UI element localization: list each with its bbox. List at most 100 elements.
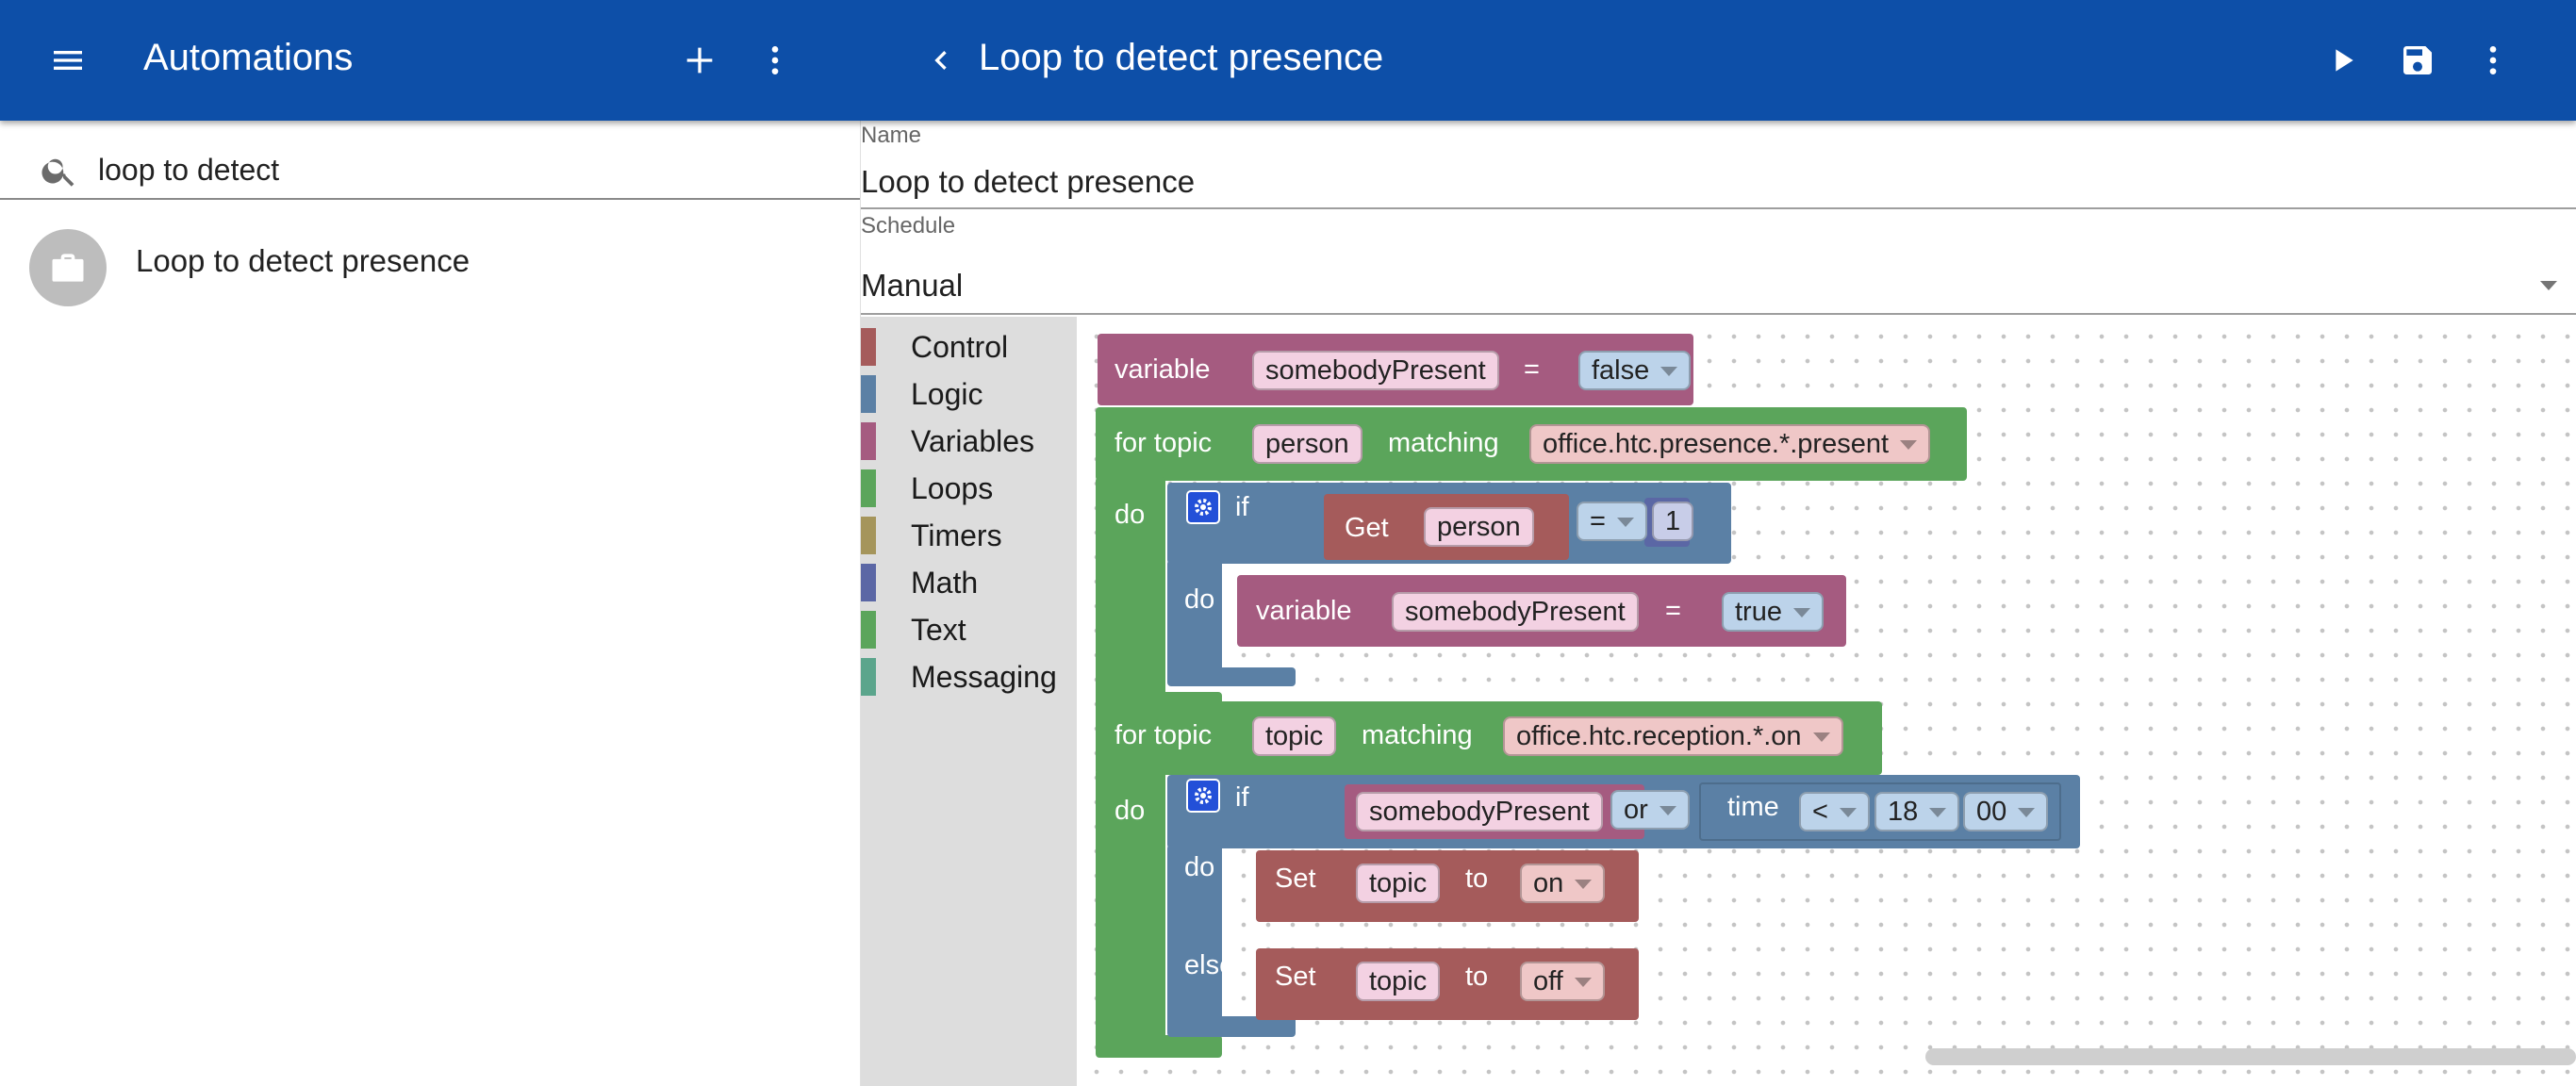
block-keyword: variable <box>1115 354 1211 385</box>
left-panel-title: Automations <box>143 37 354 78</box>
panel-divider <box>860 121 861 1086</box>
operator-dropdown[interactable]: = <box>1577 502 1647 541</box>
variable-name-field[interactable]: somebodyPresent <box>1252 351 1499 390</box>
value-dropdown[interactable]: on <box>1520 864 1606 903</box>
toolbox-category-messaging[interactable]: Messaging <box>861 654 1077 696</box>
block-keyword: do <box>1115 500 1146 530</box>
category-label: Logic <box>911 377 983 411</box>
name-field[interactable]: Loop to detect presence <box>861 164 1196 199</box>
blockly-workspace[interactable]: variable somebodyPresent = false for top… <box>1077 317 2576 1086</box>
if-block-foot <box>1167 1016 1296 1037</box>
play-icon[interactable] <box>2308 26 2376 94</box>
category-swatch <box>861 328 876 366</box>
block-keyword: variable <box>1256 596 1352 626</box>
boolean-dropdown[interactable]: true <box>1722 592 1824 632</box>
topic-pattern-dropdown[interactable]: office.htc.presence.*.present <box>1529 424 1931 464</box>
block-keyword: Set <box>1275 962 1316 992</box>
boolean-dropdown[interactable]: false <box>1578 351 1692 390</box>
block-keyword: to <box>1465 864 1489 894</box>
toolbox-category-math[interactable]: Math <box>861 560 1077 601</box>
more-vert-icon[interactable] <box>741 26 809 94</box>
list-item[interactable]: Loop to detect presence <box>0 219 860 313</box>
value-dropdown[interactable]: off <box>1520 962 1605 1001</box>
get-variable-field[interactable]: person <box>1424 507 1534 547</box>
toolbox: Control Logic Variables Loops Timers Mat… <box>861 317 1077 1086</box>
toolbox-category-logic[interactable]: Logic <box>861 371 1077 413</box>
topic-pattern-dropdown[interactable]: office.htc.reception.*.on <box>1503 716 1843 756</box>
category-swatch <box>861 375 876 413</box>
for-topic-block-body <box>1096 769 1165 1052</box>
category-label: Timers <box>911 518 1002 552</box>
schedule-select[interactable]: Manual <box>861 268 964 303</box>
search-input[interactable]: loop to detect <box>98 153 280 187</box>
loop-variable-field[interactable]: person <box>1252 424 1362 464</box>
equals-label: = <box>1665 596 1681 626</box>
block-keyword: else <box>1184 950 1235 980</box>
block-keyword: if <box>1235 492 1249 522</box>
block-keyword: Get <box>1345 513 1389 543</box>
category-label: Math <box>911 566 979 600</box>
category-swatch <box>861 422 876 460</box>
category-swatch <box>861 611 876 649</box>
app-bar: Automations Loop to detect presence <box>0 0 2576 121</box>
back-chevron-icon[interactable] <box>907 26 975 94</box>
block-keyword: matching <box>1362 720 1473 750</box>
name-underline <box>861 207 2576 209</box>
toolbox-category-text[interactable]: Text <box>861 607 1077 649</box>
category-label: Loops <box>911 471 994 505</box>
schedule-dropdown-icon[interactable] <box>2535 275 2563 294</box>
list-item-label: Loop to detect presence <box>136 243 471 278</box>
block-keyword: do <box>1115 796 1146 826</box>
schedule-underline <box>861 313 2576 315</box>
toolbox-category-loops[interactable]: Loops <box>861 466 1077 507</box>
hour-dropdown[interactable]: 18 <box>1874 792 1960 831</box>
toolbox-category-variables[interactable]: Variables <box>861 419 1077 460</box>
block-keyword: matching <box>1388 428 1499 458</box>
category-swatch <box>861 469 876 507</box>
toolbox-category-timers[interactable]: Timers <box>861 513 1077 554</box>
menu-icon[interactable] <box>34 26 102 94</box>
if-block-body <box>1167 560 1222 683</box>
compare-operator-dropdown[interactable]: < <box>1799 792 1870 831</box>
category-label: Text <box>911 613 966 647</box>
search-icon <box>41 158 74 187</box>
category-swatch <box>861 517 876 554</box>
search-bar[interactable]: loop to detect <box>0 121 860 200</box>
category-swatch <box>861 658 876 696</box>
workspace-horizontal-scrollbar[interactable] <box>1925 1048 2576 1065</box>
category-label: Messaging <box>911 660 1057 694</box>
if-block-foot <box>1167 667 1296 686</box>
schedule-caption: Schedule <box>861 213 956 239</box>
category-swatch <box>861 564 876 601</box>
add-icon[interactable] <box>666 26 734 94</box>
block-keyword: for topic <box>1115 428 1213 458</box>
editor-title: Loop to detect presence <box>979 37 1384 78</box>
category-label: Control <box>911 330 1009 364</box>
gear-icon[interactable] <box>1186 779 1220 813</box>
block-keyword: Set <box>1275 864 1316 894</box>
set-variable-field[interactable]: topic <box>1356 864 1441 903</box>
save-icon[interactable] <box>2384 26 2452 94</box>
gear-icon[interactable] <box>1186 490 1220 524</box>
for-topic-block-body <box>1096 477 1165 703</box>
editor-more-vert-icon[interactable] <box>2459 26 2527 94</box>
toolbox-category-control[interactable]: Control <box>861 324 1077 366</box>
category-label: Variables <box>911 424 1035 458</box>
block-keyword: if <box>1235 782 1249 813</box>
name-caption: Name <box>861 123 922 148</box>
logic-operator-dropdown[interactable]: or <box>1610 790 1690 830</box>
set-variable-field[interactable]: topic <box>1356 962 1441 1001</box>
avatar <box>29 229 107 306</box>
variable-get-field[interactable]: somebodyPresent <box>1356 792 1603 831</box>
variable-name-field[interactable]: somebodyPresent <box>1392 592 1639 632</box>
equals-label: = <box>1524 354 1540 385</box>
loop-variable-field[interactable]: topic <box>1252 716 1337 756</box>
block-keyword: for topic <box>1115 720 1213 750</box>
minute-dropdown[interactable]: 00 <box>1963 792 2049 831</box>
block-keyword: time <box>1727 792 1779 822</box>
if-block-body <box>1167 845 1222 1033</box>
block-keyword: to <box>1465 962 1489 992</box>
briefcase-icon <box>52 254 84 282</box>
number-field[interactable]: 1 <box>1652 502 1694 541</box>
for-topic-block-foot <box>1096 1035 1222 1058</box>
